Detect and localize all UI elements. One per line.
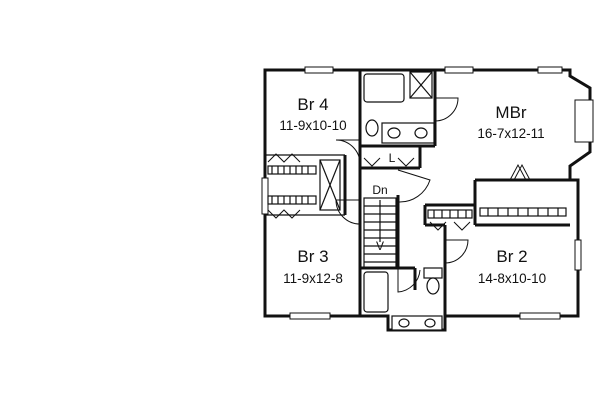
room-mbr-name: MBr (495, 103, 527, 122)
stair-down-label: Dn (372, 183, 387, 197)
room-br3-dims: 11-9x12-8 (283, 271, 343, 286)
windows (261, 66, 594, 320)
room-br4-dims: 11-9x10-10 (279, 118, 346, 133)
room-mbr-dims: 16-7x12-11 (477, 126, 544, 141)
room-br4-name: Br 4 (297, 95, 328, 114)
fixtures (319, 71, 443, 331)
bifold-doors (267, 153, 531, 231)
room-br2-name: Br 2 (496, 247, 527, 266)
linen-closet-label: L (389, 151, 396, 165)
exterior-walls (263, 68, 592, 332)
room-br3-name: Br 3 (297, 247, 328, 266)
stair-arrow-label: V (376, 239, 384, 253)
swing-doors (335, 97, 469, 293)
stairs: V (363, 197, 397, 269)
room-br2-dims: 14-8x10-10 (478, 271, 546, 286)
closet-shelving (267, 165, 567, 219)
